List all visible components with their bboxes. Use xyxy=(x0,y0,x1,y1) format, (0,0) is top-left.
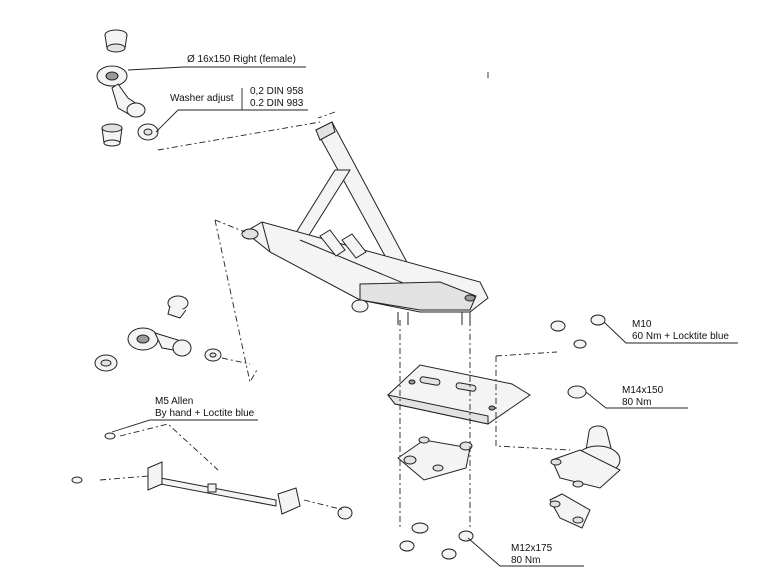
rod-end-assembly-left xyxy=(94,295,251,372)
m14-label: M14x150 xyxy=(622,385,664,396)
tie-rod xyxy=(99,423,353,520)
ball-joint xyxy=(549,425,621,529)
mounting-plate xyxy=(386,364,531,425)
m12-nuts xyxy=(399,522,474,560)
washer-adjust-label: Washer adjust xyxy=(170,93,234,104)
m5-label: M5 Allen xyxy=(155,396,194,407)
bottom-spacer-bush xyxy=(101,123,123,147)
shim-plate xyxy=(397,436,473,481)
washer-din983-label: 0.2 DIN 983 xyxy=(250,98,304,109)
m14-torque-label: 80 Nm xyxy=(622,397,652,408)
m10-label: M10 xyxy=(632,319,652,330)
left-rod-end-body xyxy=(127,327,192,357)
rod-end-body xyxy=(96,65,146,118)
left-bottom-bush xyxy=(94,354,118,372)
top-spacer-bush xyxy=(104,29,128,53)
m5-note-label: By hand + Loctite blue xyxy=(155,408,255,419)
rod-end-assembly-top xyxy=(96,29,321,151)
rod-end-label: Ø 16x150 Right (female) xyxy=(187,54,296,65)
washer-din958-label: 0,2 DIN 958 xyxy=(250,86,304,97)
left-washer xyxy=(204,348,222,362)
m5-bolts xyxy=(71,432,116,484)
wishbone-a-arm xyxy=(241,121,489,325)
adjust-washer xyxy=(137,123,159,141)
m10-torque-label: 60 Nm + Locktite blue xyxy=(632,331,729,342)
leader-lines xyxy=(111,66,738,567)
m12-label: M12x175 xyxy=(511,543,553,554)
m12-torque-label: 80 Nm xyxy=(511,555,541,566)
m10-nuts xyxy=(550,314,606,399)
left-top-bush xyxy=(167,295,189,319)
